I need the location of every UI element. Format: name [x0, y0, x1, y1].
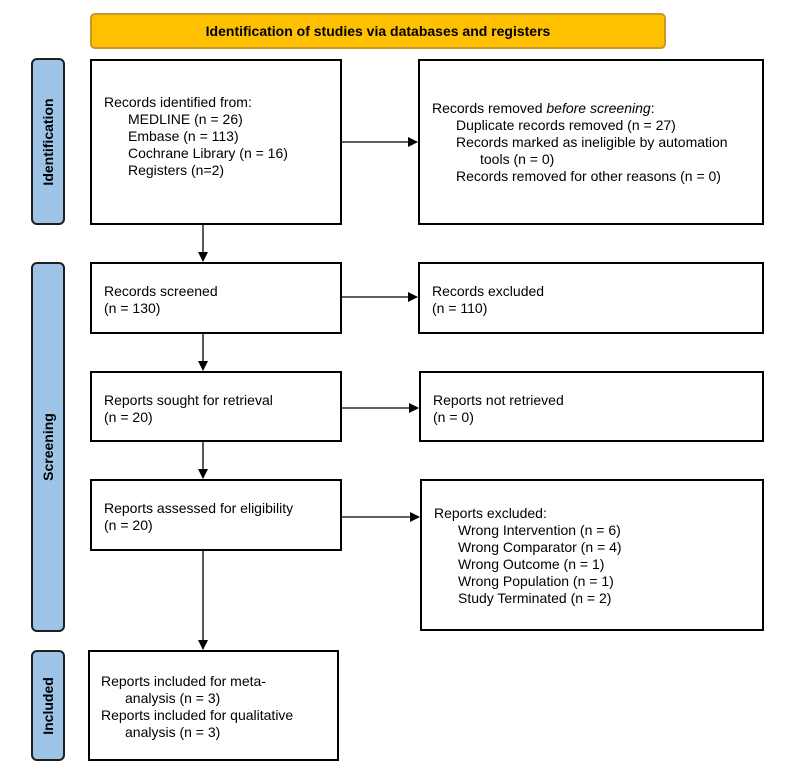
reports-sought-box: Reports sought for retrieval (n = 20): [90, 371, 342, 442]
excluded-reason: Wrong Population (n = 1): [458, 573, 614, 589]
reports-sought-count: (n = 20): [104, 409, 153, 425]
included-meta-analysis-count: analysis (n = 3): [125, 690, 221, 706]
source-registers: Registers (n=2): [128, 162, 225, 178]
excluded-reason: Wrong Outcome (n = 1): [458, 556, 605, 572]
diagram-title-text: Identification of studies via databases …: [205, 23, 551, 39]
records-screened-label: Records screened: [104, 283, 218, 299]
excluded-reason: Study Terminated (n = 2): [458, 590, 612, 606]
diagram-title: Identification of studies via databases …: [90, 13, 666, 49]
source-medline: MEDLINE (n = 26): [128, 111, 243, 127]
records-identified-box: Records identified from: MEDLINE (n = 26…: [90, 59, 342, 225]
records-excluded-count: (n = 110): [432, 300, 488, 316]
records-removed-heading-suffix: :: [650, 100, 655, 116]
reports-not-retrieved-count: (n = 0): [433, 409, 474, 425]
included-qualitative: Reports included for qualitative: [101, 707, 294, 723]
reports-included-box: Reports included for meta- analysis (n =…: [88, 650, 339, 761]
reports-not-retrieved-label: Reports not retrieved: [433, 392, 564, 408]
excluded-reason: Wrong Comparator (n = 4): [458, 539, 622, 555]
reports-excluded-heading: Reports excluded:: [434, 505, 547, 521]
reports-not-retrieved-box: Reports not retrieved (n = 0): [419, 371, 764, 442]
records-removed-heading-prefix: Records removed: [432, 100, 547, 116]
phase-included: Included: [31, 650, 65, 761]
records-excluded-box: Records excluded (n = 110): [418, 262, 764, 334]
duplicates-removed: Duplicate records removed (n = 27): [456, 117, 676, 133]
other-reasons-removed: Records removed for other reasons (n = 0…: [456, 168, 721, 184]
records-removed-heading: Records removed before screening:: [432, 100, 762, 117]
records-identified-heading: Records identified from:: [104, 94, 252, 110]
source-cochrane: Cochrane Library (n = 16): [128, 145, 288, 161]
reports-assessed-box: Reports assessed for eligibility (n = 20…: [90, 479, 342, 551]
records-removed-box: Records removed before screening: Duplic…: [418, 59, 764, 225]
automation-ineligible-count: tools (n = 0): [480, 151, 555, 167]
reports-assessed-label: Reports assessed for eligibility: [104, 500, 294, 516]
source-embase: Embase (n = 113): [128, 128, 239, 144]
automation-ineligible: Records marked as ineligible by automati…: [456, 134, 728, 150]
phase-identification: Identification: [31, 58, 65, 225]
records-screened-box: Records screened (n = 130): [90, 262, 342, 334]
records-removed-heading-emphasis: before screening: [546, 100, 651, 116]
included-meta-analysis: Reports included for meta-: [101, 673, 266, 689]
records-excluded-label: Records excluded: [432, 283, 545, 299]
reports-excluded-box: Reports excluded: Wrong Intervention (n …: [420, 479, 764, 631]
reports-assessed-count: (n = 20): [104, 517, 153, 533]
phase-screening: Screening: [31, 262, 65, 632]
included-qualitative-count: analysis (n = 3): [125, 724, 221, 740]
records-screened-count: (n = 130): [104, 300, 161, 316]
excluded-reason: Wrong Intervention (n = 6): [458, 522, 621, 538]
reports-sought-label: Reports sought for retrieval: [104, 392, 273, 408]
